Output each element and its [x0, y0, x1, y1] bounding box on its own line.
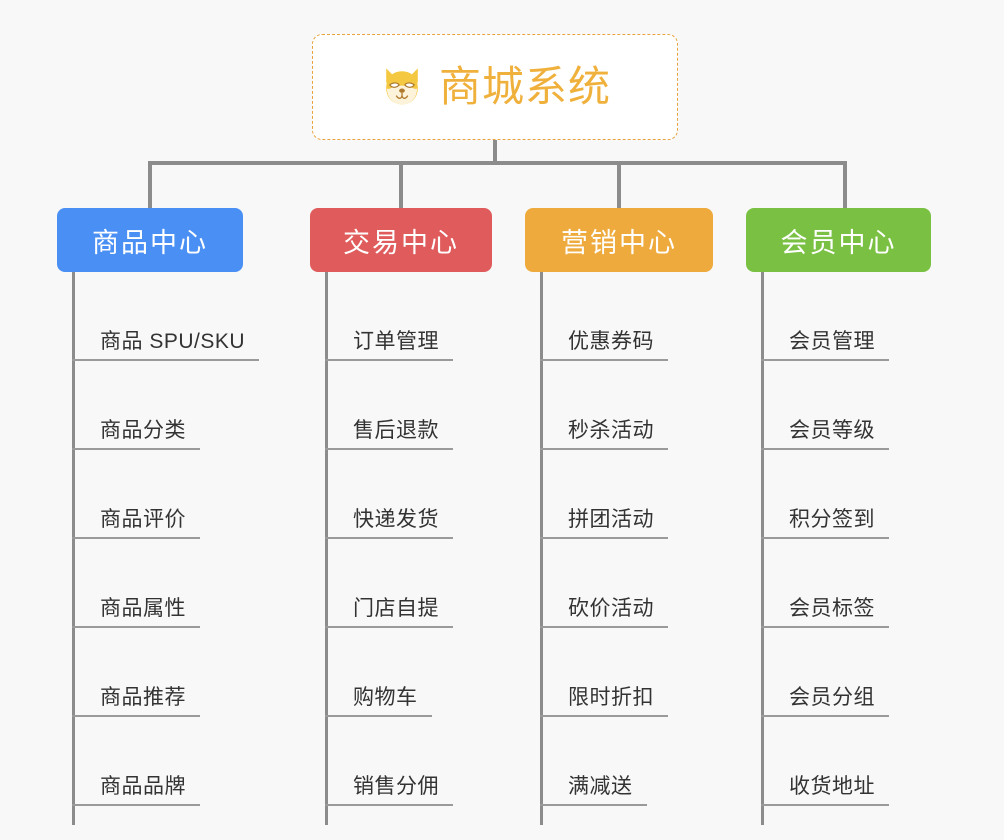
leaf-label: 购物车	[325, 681, 432, 717]
connector-spine-trade-center	[325, 272, 328, 825]
list-item[interactable]: 积分签到	[761, 450, 889, 539]
list-item[interactable]: 秒杀活动	[540, 361, 668, 450]
connector-drop-product-center	[148, 161, 152, 208]
list-item[interactable]: 商品品牌	[72, 717, 259, 806]
list-item[interactable]: 订单管理	[325, 272, 453, 361]
category-label: 交易中心	[343, 227, 459, 258]
shiba-dog-face-icon	[386, 68, 418, 105]
leaf-label: 限时折扣	[540, 681, 668, 717]
leaf-list-marketing-center: 优惠券码 秒杀活动 拼团活动 砍价活动 限时折扣 满减送	[540, 272, 668, 806]
category-header-marketing-center[interactable]: 营销中心	[525, 208, 713, 272]
list-item[interactable]: 限时折扣	[540, 628, 668, 717]
leaf-list-member-center: 会员管理 会员等级 积分签到 会员标签 会员分组 收货地址	[761, 272, 889, 806]
leaf-label: 拼团活动	[540, 503, 668, 539]
list-item[interactable]: 会员分组	[761, 628, 889, 717]
root-title: 商城系统	[438, 63, 611, 110]
leaf-label: 砍价活动	[540, 592, 668, 628]
list-item[interactable]: 商品评价	[72, 450, 259, 539]
list-item[interactable]: 售后退款	[325, 361, 453, 450]
category-header-trade-center[interactable]: 交易中心	[310, 208, 492, 272]
leaf-label: 商品推荐	[72, 681, 200, 717]
leaf-label: 商品品牌	[72, 770, 200, 806]
leaf-label: 商品 SPU/SKU	[72, 325, 260, 361]
list-item[interactable]: 商品属性	[72, 539, 259, 628]
connector-drop-marketing-center	[617, 161, 621, 208]
leaf-label: 收货地址	[761, 770, 889, 806]
leaf-label: 商品评价	[72, 503, 200, 539]
list-item[interactable]: 商品 SPU/SKU	[72, 272, 260, 361]
list-item[interactable]: 商品推荐	[72, 628, 259, 717]
list-item[interactable]: 商品分类	[72, 361, 259, 450]
leaf-label: 快递发货	[325, 503, 453, 539]
leaf-label: 会员分组	[761, 681, 889, 717]
connector-spine-product-center	[72, 272, 75, 825]
leaf-list-product-center: 商品 SPU/SKU 商品分类 商品评价 商品属性 商品推荐 商品品牌	[72, 272, 260, 806]
leaf-label: 满减送	[540, 770, 647, 806]
list-item[interactable]: 砍价活动	[540, 539, 668, 628]
list-item[interactable]: 优惠券码	[540, 272, 668, 361]
leaf-label: 会员等级	[761, 414, 889, 450]
list-item[interactable]: 会员等级	[761, 361, 889, 450]
branch-trade-center: 交易中心 订单管理 售后退款 快递发货 门店自提 购物车 销售分佣	[310, 208, 492, 825]
branch-marketing-center: 营销中心 优惠券码 秒杀活动 拼团活动 砍价活动 限时折扣 满减送	[525, 208, 713, 825]
root-node-mall-system[interactable]: 商城系统	[312, 34, 678, 140]
list-item[interactable]: 会员标签	[761, 539, 889, 628]
list-item[interactable]: 会员管理	[761, 272, 889, 361]
connector-root-stem	[493, 140, 497, 163]
list-item[interactable]: 满减送	[540, 717, 668, 806]
list-item[interactable]: 购物车	[325, 628, 453, 717]
leaf-label: 订单管理	[325, 325, 453, 361]
connector-drop-member-center	[843, 161, 847, 208]
category-label: 会员中心	[780, 227, 897, 258]
leaf-label: 商品分类	[72, 414, 200, 450]
leaf-label: 优惠券码	[540, 325, 668, 361]
branch-member-center: 会员中心 会员管理 会员等级 积分签到 会员标签 会员分组 收货地址	[746, 208, 931, 825]
list-item[interactable]: 门店自提	[325, 539, 453, 628]
connector-drop-trade-center	[399, 161, 403, 208]
leaf-label: 秒杀活动	[540, 414, 668, 450]
leaf-label: 销售分佣	[325, 770, 453, 806]
list-item[interactable]: 收货地址	[761, 717, 889, 806]
connector-horizontal-bus	[148, 161, 847, 165]
leaf-label: 会员管理	[761, 325, 889, 361]
list-item[interactable]: 拼团活动	[540, 450, 668, 539]
category-header-product-center[interactable]: 商品中心	[57, 208, 243, 272]
connector-spine-member-center	[761, 272, 764, 825]
connector-spine-marketing-center	[540, 272, 543, 825]
category-header-member-center[interactable]: 会员中心	[746, 208, 931, 272]
branch-product-center: 商品中心 商品 SPU/SKU 商品分类 商品评价 商品属性 商品推荐 商品品牌	[57, 208, 260, 825]
list-item[interactable]: 快递发货	[325, 450, 453, 539]
leaf-list-trade-center: 订单管理 售后退款 快递发货 门店自提 购物车 销售分佣	[325, 272, 453, 806]
leaf-label: 售后退款	[325, 414, 453, 450]
list-item[interactable]: 销售分佣	[325, 717, 453, 806]
leaf-label: 商品属性	[72, 592, 200, 628]
leaf-label: 积分签到	[761, 503, 889, 539]
category-label: 商品中心	[92, 227, 208, 258]
leaf-label: 门店自提	[325, 592, 453, 628]
leaf-label: 会员标签	[761, 592, 889, 628]
category-label: 营销中心	[561, 227, 677, 258]
